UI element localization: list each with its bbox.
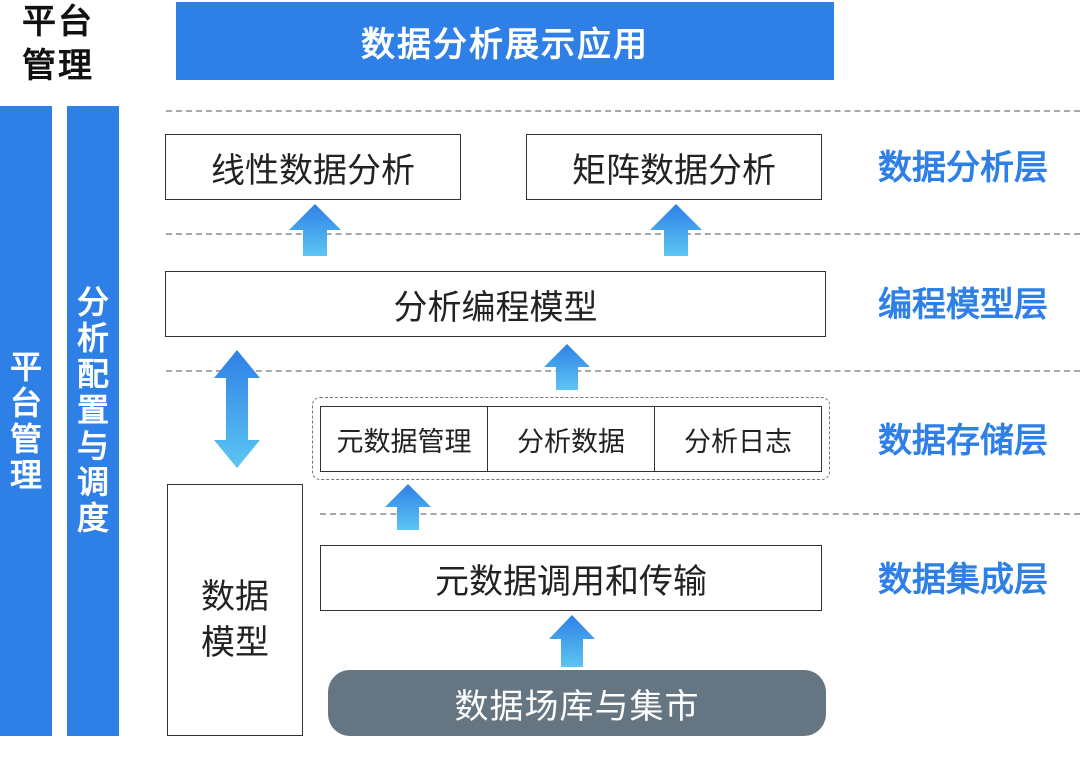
programming-layer-label: 编程模型层 [846,285,1080,325]
analysis-log-cell: 分析日志 [655,407,821,471]
programming-model-box: 分析编程模型 [165,271,826,337]
arrow-up-icon [385,484,431,530]
analysis-layer-label: 数据分析层 [846,148,1080,188]
data-model-text: 数据模型 [201,577,269,663]
corner-title-text: 平台管理 [22,2,94,86]
storage-row: 元数据管理 分析数据 分析日志 [320,406,822,472]
platform-management-bar: 平台管理 [0,106,52,736]
storage-layer-label-text: 数据存储层 [878,421,1048,461]
analysis-data-text: 分析数据 [517,426,625,458]
analysis-config-text: 分析配置与调度 [76,283,109,537]
corner-title: 平台管理 [8,0,108,88]
app-banner-text: 数据分析展示应用 [361,24,649,65]
separator-1 [166,110,1080,112]
metadata-management-text: 元数据管理 [336,426,472,458]
programming-layer-label-text: 编程模型层 [878,285,1048,325]
arrow-up-icon [289,204,341,256]
app-banner: 数据分析展示应用 [176,2,834,80]
arrow-up-icon [544,344,590,390]
storage-layer-label: 数据存储层 [846,421,1080,461]
integration-layer-label: 数据集成层 [846,560,1080,600]
platform-management-text: 平台管理 [9,348,42,494]
bidirectional-arrow-icon [214,350,260,468]
linear-analysis-text: 线性数据分析 [211,150,415,191]
data-source-pill: 数据场库与集市 [328,670,826,736]
integration-layer-label-text: 数据集成层 [878,560,1048,600]
analysis-layer-label-text: 数据分析层 [878,148,1048,188]
separator-4 [320,513,1080,515]
analysis-data-cell: 分析数据 [488,407,655,471]
programming-model-text: 分析编程模型 [393,287,598,328]
separator-2 [166,233,1080,235]
data-source-text: 数据场库与集市 [454,686,700,727]
linear-analysis-box: 线性数据分析 [165,134,461,200]
analysis-config-bar: 分析配置与调度 [67,106,119,736]
analysis-log-text: 分析日志 [684,426,792,458]
arrow-up-icon [549,615,595,667]
matrix-analysis-text: 矩阵数据分析 [572,150,776,191]
metadata-management-cell: 元数据管理 [321,407,488,471]
metadata-transfer-text: 元数据调用和传输 [435,561,707,602]
metadata-transfer-box: 元数据调用和传输 [320,545,822,611]
arrow-up-icon [650,204,702,256]
matrix-analysis-box: 矩阵数据分析 [526,134,822,200]
separator-3 [166,370,1080,372]
storage-group [312,397,830,480]
data-model-box: 数据模型 [167,484,303,736]
